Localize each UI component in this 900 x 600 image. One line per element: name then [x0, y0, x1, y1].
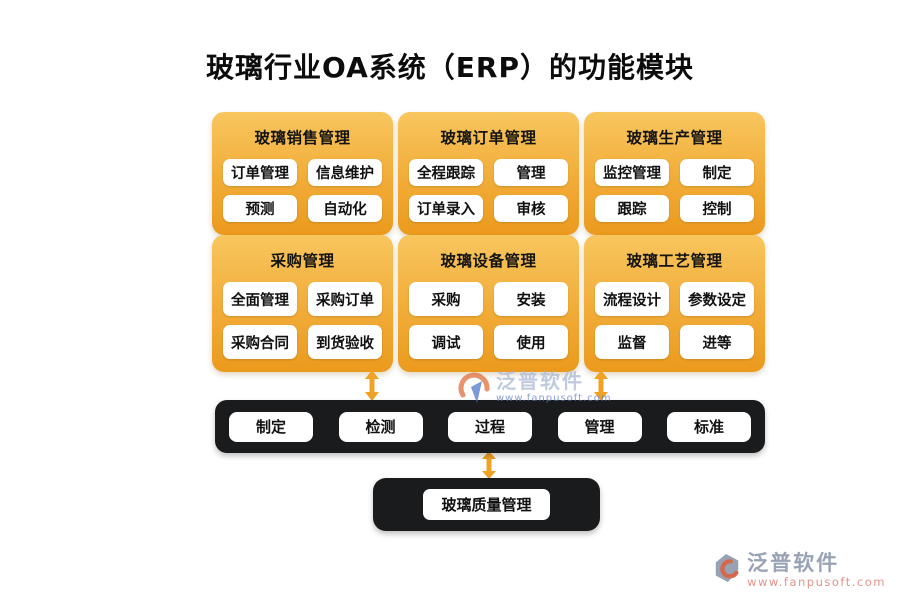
footer-logo-name: 泛普软件 — [747, 550, 840, 575]
process-step: 标准 — [667, 411, 751, 442]
page-title: 玻璃行业OA系统（ERP）的功能模块 — [206, 51, 694, 84]
module-item: 采购合同 — [223, 325, 297, 359]
module-items: 监控管理 制定 跟踪 控制 — [584, 148, 765, 235]
quality-management-label: 玻璃质量管理 — [423, 489, 550, 520]
module-item: 参数设定 — [680, 282, 754, 316]
module-glass-orders: 玻璃订单管理 全程跟踪 管理 订单录入 审核 — [398, 112, 579, 235]
module-item: 审核 — [494, 195, 568, 222]
module-item: 调试 — [409, 325, 483, 359]
module-item: 制定 — [680, 159, 754, 186]
module-title: 玻璃销售管理 — [254, 129, 351, 147]
module-item: 监督 — [595, 325, 669, 359]
module-item: 跟踪 — [595, 195, 669, 222]
module-title: 采购管理 — [270, 252, 335, 270]
module-items: 流程设计 参数设定 监督 进等 — [584, 271, 765, 372]
module-title: 玻璃工艺管理 — [626, 252, 723, 270]
module-item: 全面管理 — [223, 282, 297, 316]
module-title: 玻璃订单管理 — [440, 129, 537, 147]
module-item: 全程跟踪 — [409, 159, 483, 186]
module-item: 使用 — [494, 325, 568, 359]
process-step: 检测 — [338, 411, 423, 442]
modules-grid: 玻璃销售管理 订单管理 信息维护 预测 自动化 玻璃订单管理 全程跟踪 管理 订… — [212, 112, 765, 372]
module-item: 订单管理 — [223, 159, 297, 186]
module-item: 信息维护 — [308, 159, 382, 186]
module-item: 安装 — [494, 282, 568, 316]
module-title: 玻璃设备管理 — [440, 252, 537, 270]
module-items: 采购 安装 调试 使用 — [398, 271, 579, 372]
module-item: 预测 — [223, 195, 297, 222]
module-procurement: 采购管理 全面管理 采购订单 采购合同 到货验收 — [212, 235, 393, 372]
footer-logo-url: www.fanpusoft.com — [747, 574, 886, 589]
process-step: 管理 — [557, 411, 642, 442]
module-glass-equipment: 玻璃设备管理 采购 安装 调试 使用 — [398, 235, 579, 372]
module-item: 监控管理 — [595, 159, 669, 186]
process-step: 制定 — [229, 411, 313, 442]
footer-logo: 泛普软件 www.fanpusoft.com — [712, 550, 886, 589]
fanpu-logo-icon — [715, 553, 739, 582]
double-arrow-icon — [482, 451, 496, 479]
module-item: 进等 — [680, 325, 754, 359]
module-items: 全程跟踪 管理 订单录入 审核 — [398, 148, 579, 235]
module-glass-production: 玻璃生产管理 监控管理 制定 跟踪 控制 — [584, 112, 765, 235]
quality-management-box: 玻璃质量管理 — [373, 478, 600, 531]
module-items: 订单管理 信息维护 预测 自动化 — [212, 148, 393, 235]
process-step: 过程 — [448, 411, 532, 442]
module-item: 控制 — [680, 195, 754, 222]
module-item: 订单录入 — [409, 195, 483, 222]
module-item: 到货验收 — [308, 325, 382, 359]
process-bar: 制定 检测 过程 管理 标准 — [215, 400, 765, 453]
module-glass-process-craft: 玻璃工艺管理 流程设计 参数设定 监督 进等 — [584, 235, 765, 372]
module-item: 采购订单 — [308, 282, 382, 316]
module-glass-sales: 玻璃销售管理 订单管理 信息维护 预测 自动化 — [212, 112, 393, 235]
module-item: 自动化 — [308, 195, 382, 222]
module-item: 管理 — [494, 159, 568, 186]
double-arrow-icon — [365, 370, 379, 401]
module-items: 全面管理 采购订单 采购合同 到货验收 — [212, 271, 393, 372]
module-item: 采购 — [409, 282, 483, 316]
module-item: 流程设计 — [595, 282, 669, 316]
module-title: 玻璃生产管理 — [626, 129, 723, 147]
double-arrow-icon — [594, 370, 608, 401]
